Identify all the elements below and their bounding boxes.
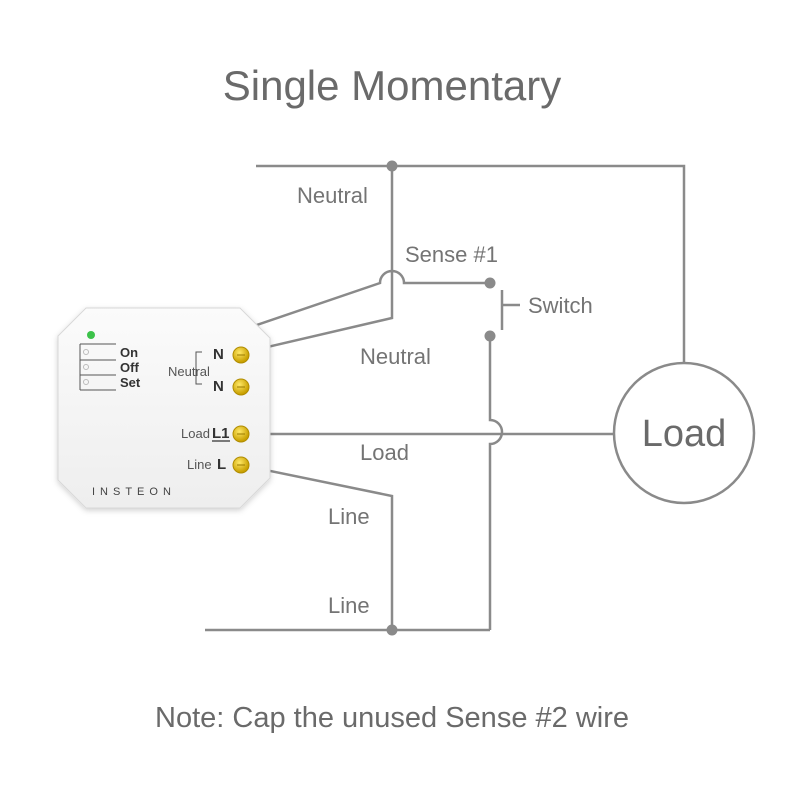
load-circle-label: Load	[642, 413, 727, 455]
page-title: Single Momentary	[223, 62, 561, 109]
note-text: Note: Cap the unused Sense #2 wire	[155, 702, 629, 734]
line-device-wire	[245, 464, 394, 630]
neutral-junction-dot	[386, 160, 398, 172]
switch-bottom-terminal-dot	[484, 330, 496, 342]
line-upper-label: Line	[328, 504, 370, 529]
on-button-label[interactable]: On	[120, 345, 138, 360]
neutral-bracket	[195, 351, 202, 385]
button-list: On Off Set	[79, 343, 141, 391]
insteon-module: On Off Set N Neutral N Load L1 Line L IN…	[57, 307, 271, 509]
neutral-mid-label: Neutral	[360, 344, 431, 369]
brand-label: INSTEON	[92, 486, 176, 498]
load-circle	[612, 361, 756, 505]
off-button-label[interactable]: Off	[120, 360, 139, 375]
set-button-icon	[83, 379, 89, 385]
off-button-icon	[83, 364, 89, 370]
terminal-n2-label: N	[213, 378, 224, 395]
line-lower-label: Line	[328, 593, 370, 618]
load-wire-label: Load	[360, 440, 409, 465]
set-button-label[interactable]: Set	[120, 375, 141, 390]
status-led-icon	[87, 331, 95, 339]
line-junction-dot	[386, 624, 398, 636]
load-small-label: Load	[181, 426, 210, 441]
on-button-icon	[83, 349, 89, 355]
line-small-label: Line	[187, 457, 212, 472]
switch-top-terminal-dot	[484, 277, 496, 289]
switch-label: Switch	[528, 293, 593, 318]
sense1-label: Sense #1	[405, 242, 498, 267]
neutral-small-label: Neutral	[168, 364, 210, 379]
switch-return-wire	[488, 336, 504, 630]
terminal-l1-label: L1	[212, 425, 230, 442]
neutral-top-label: Neutral	[297, 183, 368, 208]
neutral-bus-wire	[256, 164, 686, 364]
neutral-device-wire	[245, 166, 394, 354]
module-body	[57, 307, 271, 509]
terminal-l-label: L	[217, 456, 226, 473]
terminal-n1-label: N	[213, 346, 224, 363]
sense1-wire	[247, 269, 490, 330]
